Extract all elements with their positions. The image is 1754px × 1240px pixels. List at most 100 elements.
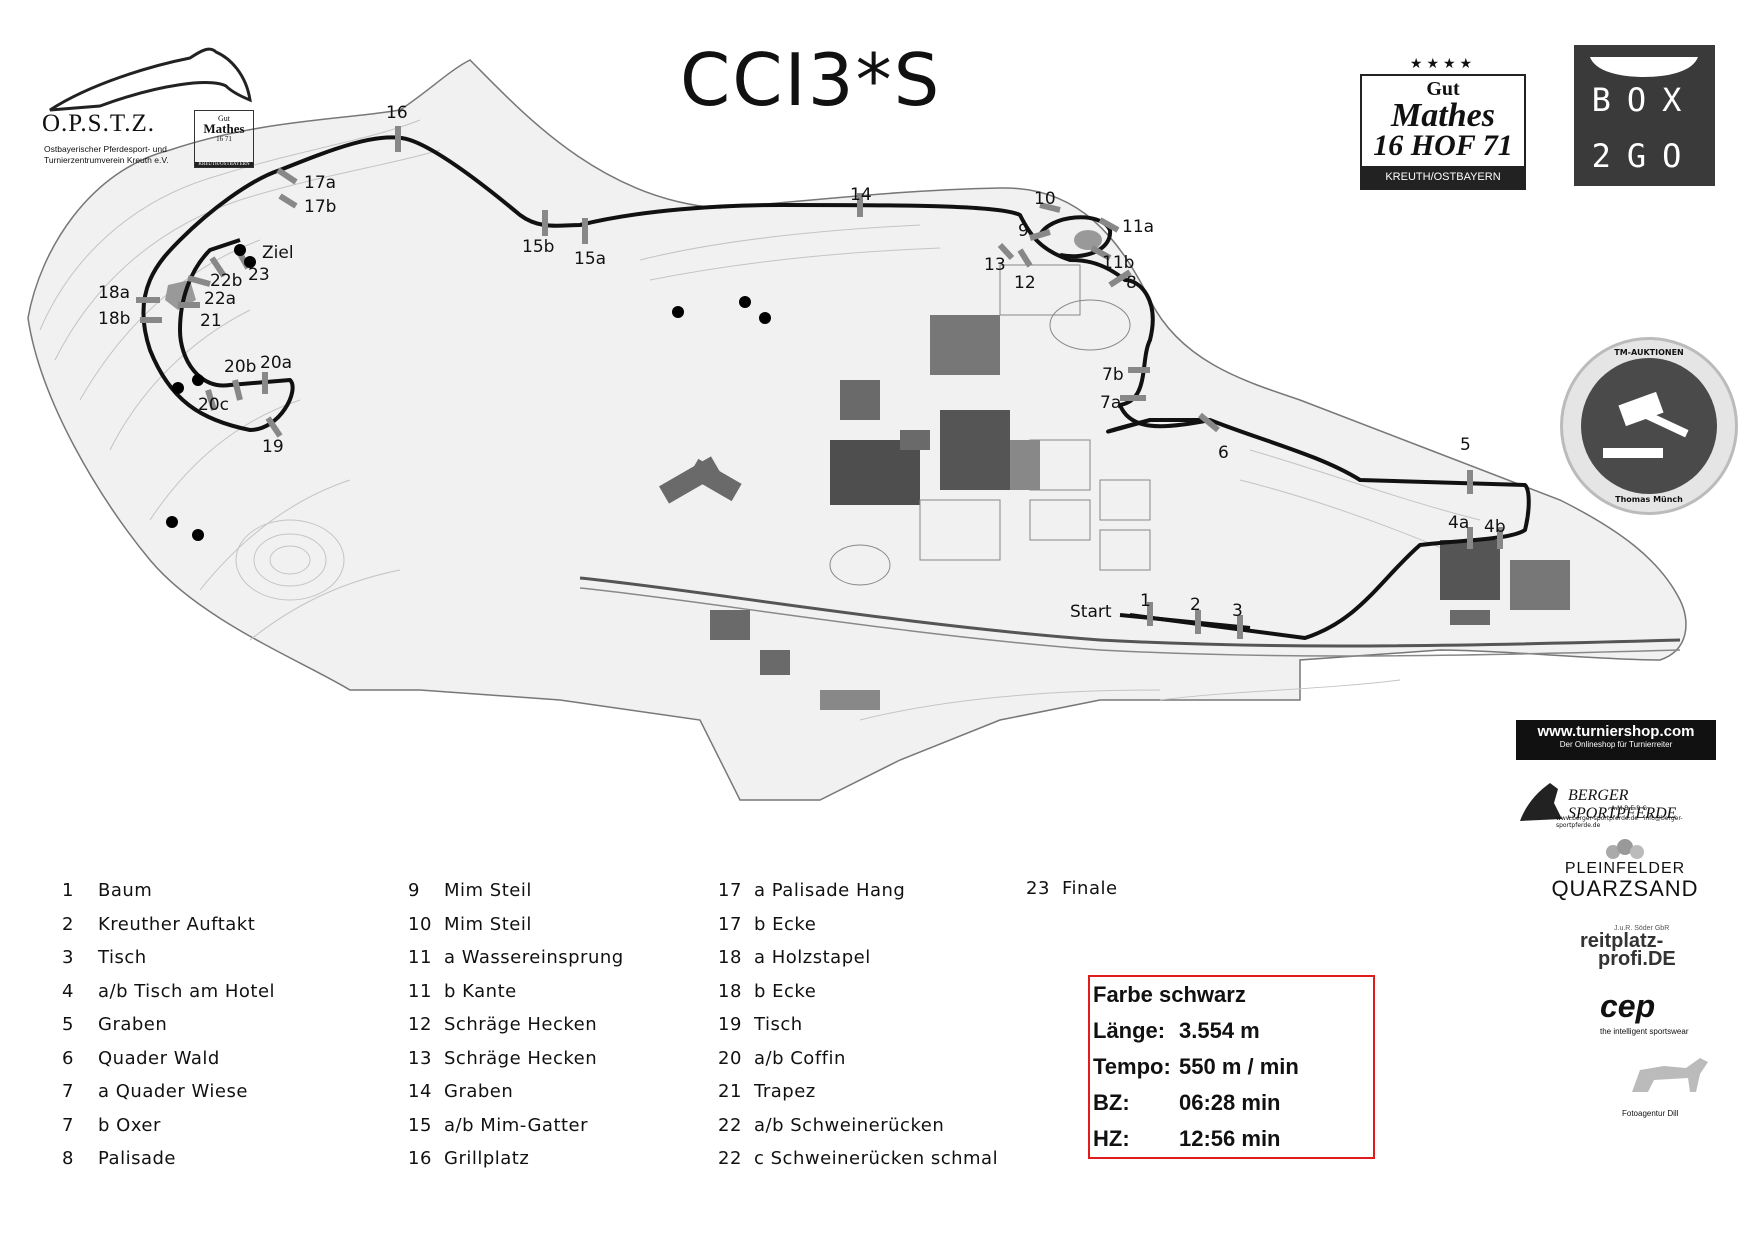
stars-icon: ★★★★ <box>1409 57 1477 72</box>
legend-text: a/b Coffin <box>754 1047 846 1069</box>
horse-silhouette-icon <box>1632 1058 1708 1092</box>
legend-number: 22 <box>718 1148 742 1169</box>
horse-head-icon <box>1520 783 1562 821</box>
info-hz-row: HZ:12:56 min <box>1093 1121 1281 1157</box>
quarzsand-line-1: PLEINFELDER <box>1564 860 1686 877</box>
mini-line-1: Gut <box>218 114 230 123</box>
legend-number: 18 <box>718 947 742 968</box>
berger-sportpferde-logo: BERGER SPORTPFERDE AMBERG www.berger-spo… <box>1516 775 1716 829</box>
berger-place: AMBERG <box>1611 805 1650 812</box>
legend-text: b Kante <box>444 980 517 1002</box>
legend-text: Grillplatz <box>444 1148 530 1169</box>
legend-number: 22 <box>718 1114 742 1136</box>
legend-text: Mim Steil <box>444 913 532 935</box>
quarzsand-logo: PLEINFELDER QUARZSAND <box>1530 838 1720 904</box>
gut-line-3: 16 HOF 71 <box>1373 129 1513 162</box>
legend-row: 19 Tisch <box>718 1008 998 1042</box>
obstacle-label-22a: 22a <box>204 289 236 309</box>
legend-text: a Holzstapel <box>754 947 871 968</box>
reitplatz-line-1: reitplatz- <box>1580 930 1664 952</box>
reitplatz-company: J.u.R. Söder GbR <box>1614 925 1670 932</box>
legend-text: a Wassereinsprung <box>444 947 624 968</box>
obstacle-label-2: 2 <box>1190 595 1201 615</box>
obstacle-label-16: 16 <box>386 103 408 123</box>
legend-text: Schräge Hecken <box>444 1014 598 1035</box>
legend-text: c Schweinerücken schmal <box>754 1148 999 1169</box>
obstacle-label-19: 19 <box>262 437 284 457</box>
obstacle-label-5: 5 <box>1460 435 1471 455</box>
obstacle-label-3: 3 <box>1232 601 1243 621</box>
legend-text: a/b Schweinerücken <box>754 1114 945 1136</box>
info-length-value: 3.554 m <box>1179 1018 1260 1043</box>
legend-number: 13 <box>408 1047 432 1069</box>
obstacle-label-18a: 18a <box>98 283 130 303</box>
obstacle-label-8: 8 <box>1126 273 1137 293</box>
legend-text: Tisch <box>754 1014 803 1035</box>
turniershop-logo: www.turniershop.com Der Onlineshop für T… <box>1516 720 1716 760</box>
legend-number: 17 <box>718 880 742 901</box>
legend-number: 23 <box>1026 878 1050 899</box>
legend-text: Trapez <box>754 1081 816 1102</box>
obstacle-label-20b: 20b <box>224 357 256 377</box>
legend-row: 23 Finale <box>1026 872 1118 906</box>
legend-row: 1 Baum <box>62 874 275 908</box>
course-info-box: Farbe schwarz Länge:3.554 m Tempo:550 m … <box>1088 975 1375 1159</box>
legend-number: 8 <box>62 1148 74 1169</box>
legend-number: 4 <box>62 980 74 1002</box>
mini-line-3: 16 71 <box>216 135 232 143</box>
legend-number: 10 <box>408 913 432 935</box>
obstacle-label-17b: 17b <box>304 197 336 217</box>
info-bz-row: BZ:06:28 min <box>1093 1085 1281 1121</box>
info-color: Farbe schwarz <box>1093 982 1246 1007</box>
opstz-brand: O.P.S.T.Z. <box>42 110 156 137</box>
obstacle-label-11a: 11a <box>1122 217 1154 237</box>
obstacle-label-13: 13 <box>984 255 1006 275</box>
legend-number: 20 <box>718 1047 742 1069</box>
legend-text: a Quader Wiese <box>98 1081 248 1102</box>
obstacle-label-7a: 7a <box>1100 393 1121 413</box>
legend-text: a/b Tisch am Hotel <box>98 980 276 1002</box>
tree-dots <box>166 244 771 541</box>
legend-number: 6 <box>62 1047 74 1069</box>
legend-number: 21 <box>718 1081 742 1102</box>
obstacle-label-1: 1 <box>1140 591 1151 611</box>
box2go-line-2: 2GO <box>1591 137 1698 175</box>
legend-number: 3 <box>62 947 74 968</box>
legend-number: 19 <box>718 1014 742 1035</box>
legend-number: 11 <box>408 947 432 968</box>
legend-number: 18 <box>718 980 742 1002</box>
obstacle-label-17a: 17a <box>304 173 336 193</box>
legend-number: 1 <box>62 880 74 901</box>
tm-inner <box>1581 358 1717 494</box>
info-hz-label: HZ: <box>1093 1126 1130 1151</box>
mini-line-4: KREUTH/OSTBAYERN <box>195 162 253 167</box>
legend-row: 22 a/b Schweinerücken <box>718 1109 998 1143</box>
info-tempo-row: Tempo:550 m / min <box>1093 1049 1299 1085</box>
tm-top-text: TM-AUKTIONEN <box>1614 348 1684 357</box>
gut-line-4: KREUTH/OSTBAYERN <box>1362 166 1524 188</box>
legend-text: Finale <box>1062 878 1118 899</box>
legend-text: Graben <box>98 1014 168 1035</box>
legend-text: Baum <box>98 880 153 901</box>
cep-name: cep <box>1600 988 1656 1024</box>
opstz-logo: O.P.S.T.Z. Ostbayerischer Pferdesport- u… <box>40 44 260 169</box>
legend-number: 5 <box>62 1014 74 1035</box>
horse-head-icon <box>49 47 252 112</box>
obstacle-label-18b: 18b <box>98 309 130 329</box>
finish-label: Ziel <box>262 243 294 263</box>
info-bz-value: 06:28 min <box>1179 1090 1281 1115</box>
fotoagentur-dill-logo: Fotoagentur Dill <box>1620 1052 1720 1118</box>
turniershop-tagline: Der Onlineshop für Turnierreiter <box>1559 740 1673 749</box>
cep-tagline: the intelligent sportswear <box>1600 1027 1689 1036</box>
